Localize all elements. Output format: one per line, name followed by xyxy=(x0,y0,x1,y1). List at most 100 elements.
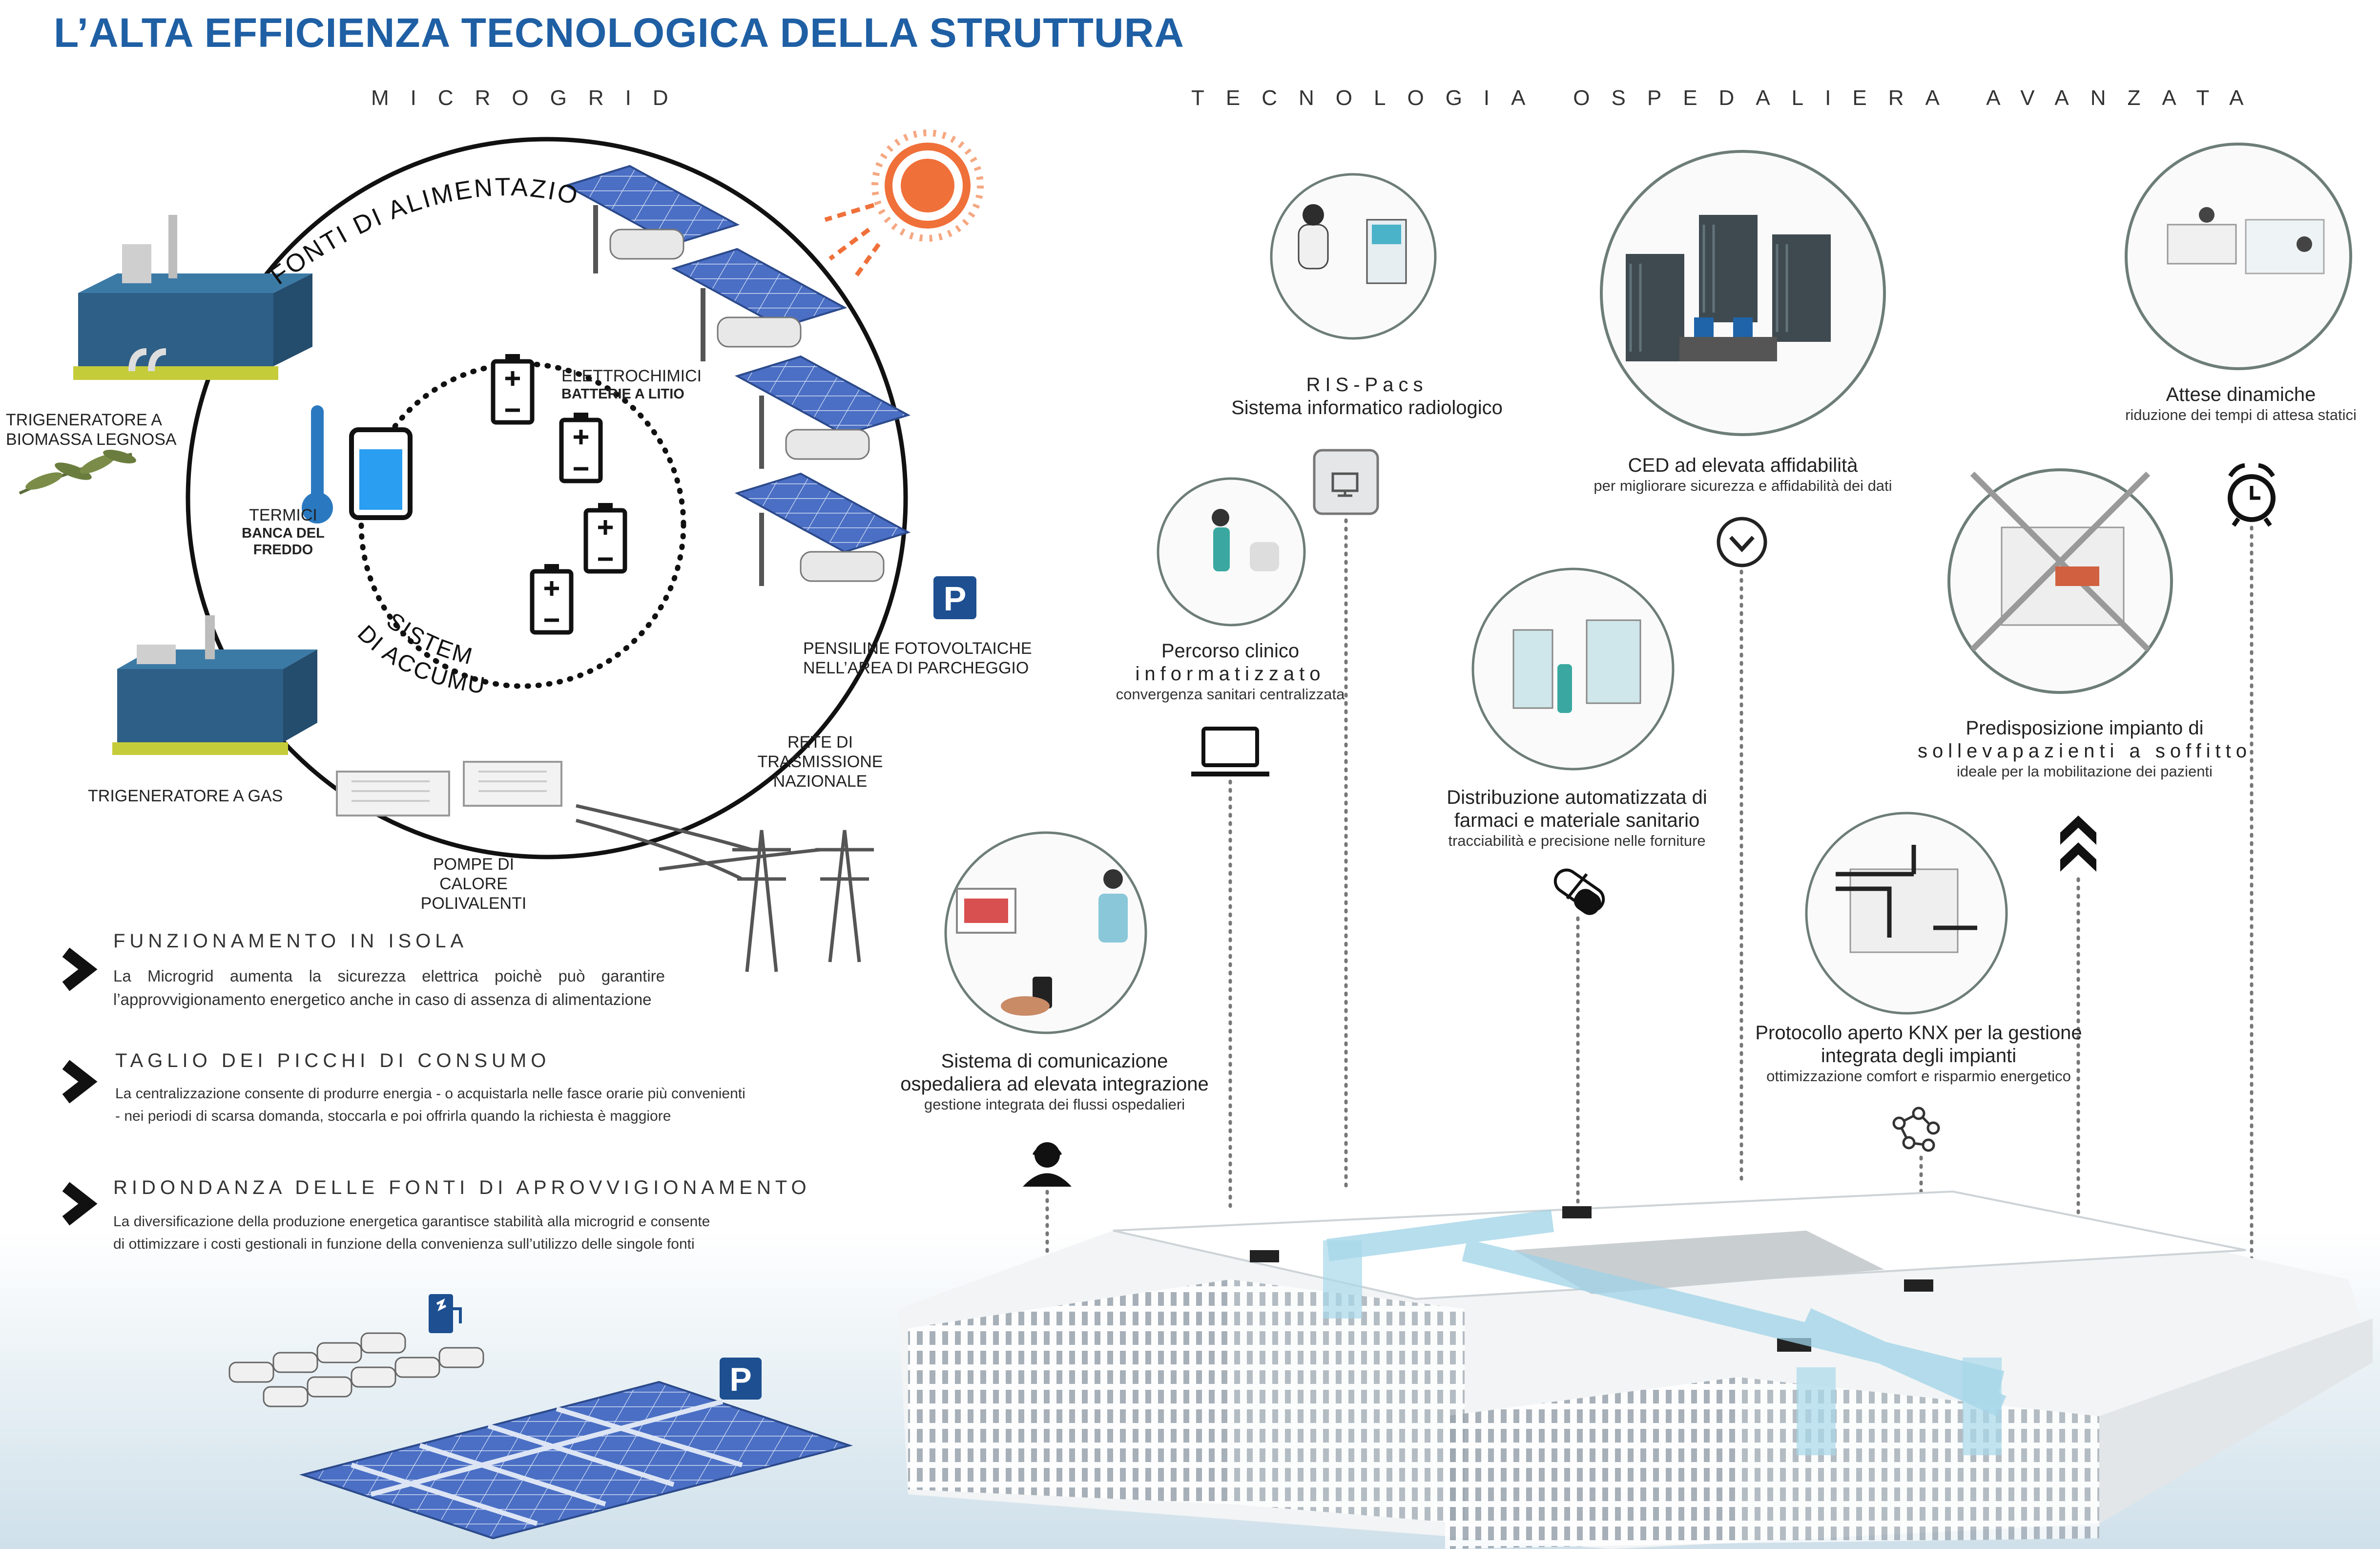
label-ris-pacs-l1: RIS-Pacs xyxy=(1306,374,1428,396)
label-ris-pacs-l2: Sistema informatico radiologico xyxy=(1231,397,1503,419)
label-knx-l2: integrata degli impianti xyxy=(1821,1045,2017,1067)
label-termici: TERMICI BANCA DEL FREDDO xyxy=(215,505,352,559)
label-termici-l2: BANCA DEL FREDDO xyxy=(242,525,325,558)
bullet-1-line2: l’approvvigionamento energetico anche in… xyxy=(113,990,652,1008)
parking-sign-glyph: P xyxy=(944,580,967,618)
bullet-2-line1: La centralizzazione consente di produrre… xyxy=(115,1086,745,1102)
olive-branch-icon xyxy=(19,450,136,495)
label-elettrochimici: ELETTROCHIMICI BATTERIE A LITIO xyxy=(561,366,702,402)
bullet-2-line2: - nei periodi di scarsa domanda, stoccar… xyxy=(115,1108,671,1124)
label-pensiline-l2: NELL’AREA DI PARCHEGGIO xyxy=(803,659,1029,678)
label-trigeneratore-biomassa-l2: BIOMASSA LEGNOSA xyxy=(6,430,177,449)
ced-illustration xyxy=(1600,150,1886,436)
label-knx-l3: ottimizzazione comfort e risparmio energ… xyxy=(1766,1068,2071,1085)
label-comunicazione-l2: ospedaliera ad elevata integrazione xyxy=(900,1073,1209,1095)
sun-icon xyxy=(824,129,984,280)
laptop-icon xyxy=(1191,727,1269,776)
microgrid-outer-circle xyxy=(186,137,908,859)
label-distribuzione-l1: Distribuzione automatizzata di xyxy=(1447,787,1707,808)
label-elettrochimici-l1: ELETTROCHIMICI xyxy=(561,367,702,385)
label-trigeneratore-biomassa-l1: TRIGENERATORE A xyxy=(6,411,162,429)
label-percorso-l2: informatizzato xyxy=(1135,663,1325,685)
solar-parking-field xyxy=(299,1381,853,1540)
heat-pump-icon xyxy=(336,761,562,816)
label-pompe-calore-l1: POMPE DI CALORE xyxy=(433,855,515,894)
battery-icon-3 xyxy=(583,503,627,574)
label-comunicazione: Sistema di comunicazione ospedaliera ad … xyxy=(889,1050,1221,1114)
label-knx-l1: Protocollo aperto KNX per la gestione xyxy=(1755,1022,2082,1044)
label-comunicazione-l3: gestione integrata dei flussi ospedalier… xyxy=(924,1096,1185,1113)
comunicazione-illustration xyxy=(944,831,1147,1034)
label-attese: Attese dinamiche riduzione dei tempi di … xyxy=(2104,383,2378,424)
label-distribuzione: Distribuzione automatizzata di farmaci e… xyxy=(1396,786,1758,850)
hospital-building xyxy=(898,1190,2373,1549)
cold-storage-tank-icon xyxy=(349,427,413,520)
label-distribuzione-l3: tracciabilità e precisione nelle fornitu… xyxy=(1448,832,1706,850)
label-pompe-calore: POMPE DI CALORE POLIVALENTI xyxy=(405,855,542,913)
solar-carport-3 xyxy=(734,355,911,469)
label-termici-l1: TERMICI xyxy=(249,506,317,524)
chevron-right-icon-2 xyxy=(62,1060,98,1104)
storage-dotted-circle xyxy=(358,361,686,689)
label-rete-trasmissione-l1: RETE DI TRASMISSIONE xyxy=(757,733,883,772)
label-pensiline-l1: PENSILINE FOTOVOLTAICHE xyxy=(803,639,1032,658)
label-pensiline: PENSILINE FOTOVOLTAICHE NELL’AREA DI PAR… xyxy=(803,639,1032,678)
label-comunicazione-l1: Sistema di comunicazione xyxy=(941,1050,1168,1072)
label-ced: CED ad elevata affidabilità per migliora… xyxy=(1548,454,1938,495)
bullet-3-heading: RIDONDANZA DELLE FONTI DI APROVVIGIONAME… xyxy=(113,1177,811,1198)
solar-carport-2 xyxy=(671,248,848,361)
label-percorso: Percorso clinico informatizzato converge… xyxy=(1094,640,1367,704)
label-ced-l2: per migliorare sicurezza e affidabilità … xyxy=(1594,477,1892,495)
section-title-tecnologia: TECNOLOGIA OSPEDALIERA AVANZATA xyxy=(1191,86,2265,110)
bullet-1-heading: FUNZIONAMENTO IN ISOLA xyxy=(113,930,468,952)
knx-illustration xyxy=(1805,812,2008,1015)
pill-capsule-icon xyxy=(1553,868,1605,915)
ev-charger-icon xyxy=(429,1294,462,1333)
sollevapazienti-illustration xyxy=(1947,468,2173,694)
nurse-operator-icon xyxy=(1023,1142,1072,1187)
ev-cars-icon xyxy=(228,1332,484,1407)
bullet-2-heading: TAGLIO DEI PICCHI DI CONSUMO xyxy=(115,1050,551,1071)
label-predisposizione-l2: sollevapazienti a soffitto xyxy=(1918,740,2252,762)
attese-illustration xyxy=(2125,143,2352,370)
label-percorso-l3: convergenza sanitari centralizzata xyxy=(1116,686,1345,703)
chevron-up-double-icon xyxy=(2060,816,2096,872)
label-distribuzione-l2: farmaci e materiale sanitario xyxy=(1454,810,1700,832)
parking-sign-icon: P xyxy=(933,576,976,619)
trigenerator-biomass-icon xyxy=(73,215,312,380)
label-pompe-calore-l2: POLIVALENTI xyxy=(420,894,527,913)
chevron-right-icon-3 xyxy=(62,1182,98,1226)
bullet-3-line1: La diversificazione della produzione ene… xyxy=(113,1214,710,1230)
percorso-illustration xyxy=(1157,477,1306,627)
label-predisposizione-l1: Predisposizione impianto di xyxy=(1966,717,2204,739)
label-rete-trasmissione-l2: NAZIONALE xyxy=(773,772,868,791)
parking-sign-bottom-icon: P xyxy=(720,1358,762,1400)
label-rete-trasmissione: RETE DI TRASMISSIONE NAZIONALE xyxy=(732,733,908,791)
parking-sign-bottom-glyph: P xyxy=(729,1361,751,1398)
chevron-right-icon-1 xyxy=(62,947,98,991)
solar-carport-1 xyxy=(563,165,740,273)
label-trigeneratore-gas: TRIGENERATORE A GAS xyxy=(88,787,283,805)
label-predisposizione-l3: ideale per la mobilitazione dei pazienti xyxy=(1957,763,2213,780)
chevron-down-icon xyxy=(1717,517,1767,567)
trigenerator-gas-icon xyxy=(112,615,317,755)
battery-icon-4 xyxy=(530,564,574,635)
label-attese-l1: Attese dinamiche xyxy=(2166,384,2316,405)
label-ced-l1: CED ad elevata affidabilità xyxy=(1628,455,1858,476)
battery-icon-2 xyxy=(559,413,603,483)
distribuzione-illustration xyxy=(1471,567,1675,771)
label-attese-l2: riduzione dei tempi di attesa statici xyxy=(2125,406,2357,424)
section-title-microgrid: MICROGRID xyxy=(371,86,690,110)
label-predisposizione: Predisposizione impianto di sollevapazie… xyxy=(1914,717,2256,781)
label-ris-pacs: RIS-Pacs Sistema informatico radiologico xyxy=(1211,374,1523,419)
page-title: L’ALTA EFFICIENZA TECNOLOGICA DELLA STRU… xyxy=(54,10,1184,56)
bullet-1-line1: La Microgrid aumenta la sicurezza elettr… xyxy=(113,967,665,985)
thermometer-icon xyxy=(302,405,333,523)
network-nodes-icon xyxy=(1892,1107,1940,1152)
battery-icon-1 xyxy=(491,354,535,425)
pacs-monitor-icon xyxy=(1313,449,1379,515)
transmission-tower-icon xyxy=(576,804,874,972)
bullet-3-line2: di ottimizzare i costi gestionali in fun… xyxy=(113,1236,695,1252)
